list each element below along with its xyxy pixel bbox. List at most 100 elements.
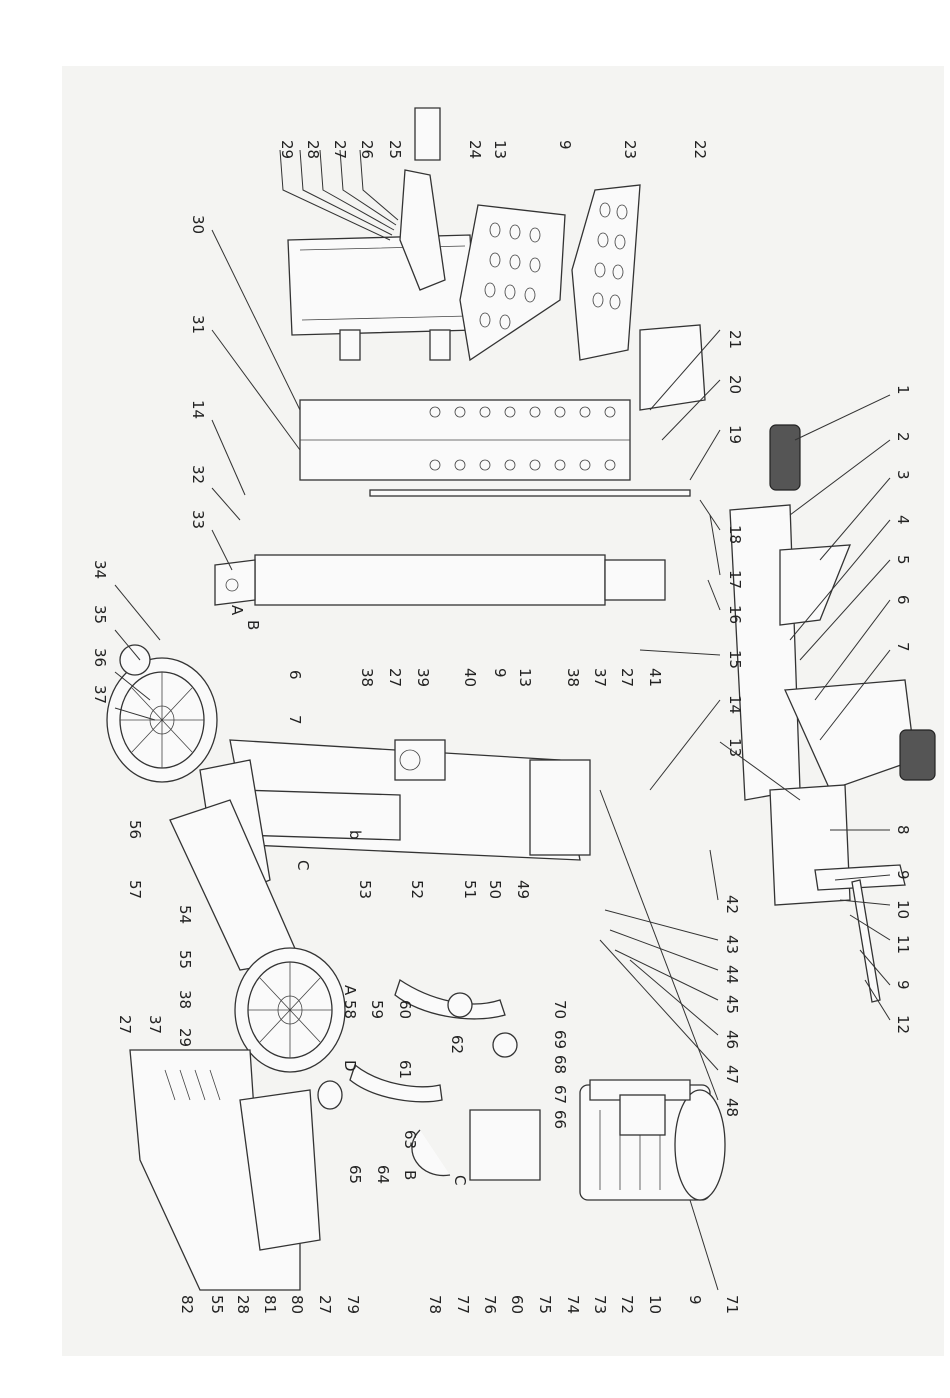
label-16: 16 bbox=[726, 605, 744, 624]
label-72: 72 bbox=[618, 1295, 636, 1314]
label-21: 21 bbox=[726, 330, 744, 349]
label-28b: 28 bbox=[234, 1295, 252, 1314]
label-76: 76 bbox=[481, 1295, 499, 1314]
label-69: 69 bbox=[551, 1030, 569, 1049]
label-c-mid: C bbox=[294, 860, 312, 870]
label-50: 50 bbox=[486, 880, 504, 899]
label-9: 9 bbox=[556, 140, 574, 150]
label-43: 43 bbox=[723, 935, 741, 954]
parts-exploded-view: 29 28 27 26 25 13 24 9 23 22 30 31 21 20… bbox=[91, 107, 936, 1314]
label-1: 1 bbox=[894, 385, 912, 395]
label-53: 53 bbox=[356, 880, 374, 899]
label-52: 52 bbox=[408, 880, 426, 899]
label-68: 68 bbox=[551, 1055, 569, 1074]
label-24: 24 bbox=[466, 140, 484, 159]
label-a-low: A bbox=[341, 985, 359, 996]
wheel-upper bbox=[106, 657, 218, 783]
label-46: 46 bbox=[723, 1030, 741, 1049]
label-55: 55 bbox=[176, 950, 194, 969]
label-56: 56 bbox=[126, 820, 144, 839]
label-54: 54 bbox=[176, 905, 194, 924]
label-12: 12 bbox=[894, 1015, 912, 1034]
label-10: 10 bbox=[894, 900, 912, 919]
label-b-low: B bbox=[401, 1170, 419, 1180]
label-14: 14 bbox=[189, 400, 207, 419]
label-15: 15 bbox=[726, 650, 744, 669]
leader-lines bbox=[114, 229, 891, 1291]
label-20: 20 bbox=[726, 375, 744, 394]
label-71: 71 bbox=[723, 1295, 741, 1314]
label-26: 26 bbox=[358, 140, 376, 159]
label-63: 63 bbox=[401, 1130, 419, 1149]
label-37b: 37 bbox=[591, 668, 609, 687]
label-37c: 37 bbox=[146, 1015, 164, 1034]
label-34: 34 bbox=[91, 560, 109, 579]
label-35: 35 bbox=[91, 605, 109, 624]
motor-cover bbox=[129, 1049, 343, 1291]
label-79: 79 bbox=[344, 1295, 362, 1314]
label-37: 37 bbox=[91, 685, 109, 704]
label-c-low: C bbox=[451, 1175, 469, 1185]
diagram-sheet: 29 28 27 26 25 13 24 9 23 22 30 31 21 20… bbox=[62, 66, 944, 1356]
label-7m: 7 bbox=[286, 715, 304, 725]
label-23: 23 bbox=[621, 140, 639, 159]
label-4: 4 bbox=[894, 515, 912, 525]
label-28: 28 bbox=[304, 140, 322, 159]
label-2: 2 bbox=[894, 432, 912, 442]
label-27m: 27 bbox=[386, 668, 404, 687]
label-7: 7 bbox=[894, 642, 912, 652]
label-5: 5 bbox=[894, 555, 912, 565]
label-75: 75 bbox=[536, 1295, 554, 1314]
label-d: D bbox=[341, 1060, 359, 1072]
label-32: 32 bbox=[189, 465, 207, 484]
label-60b: 60 bbox=[508, 1295, 526, 1314]
label-27d: 27 bbox=[116, 1015, 134, 1034]
pump-and-hoses bbox=[349, 978, 541, 1181]
hydraulic-cylinder bbox=[214, 554, 666, 606]
label-b-top: B bbox=[244, 620, 262, 630]
label-10b: 10 bbox=[646, 1295, 664, 1314]
label-27c: 27 bbox=[316, 1295, 334, 1314]
label-44: 44 bbox=[723, 965, 741, 984]
label-9r2: 9 bbox=[894, 980, 912, 990]
label-60: 60 bbox=[396, 1000, 414, 1019]
label-64: 64 bbox=[374, 1165, 392, 1184]
label-25: 25 bbox=[386, 140, 404, 159]
labels-top: 29 28 27 26 25 13 24 9 23 22 30 31 21 20… bbox=[189, 140, 912, 757]
label-13b: 13 bbox=[726, 738, 744, 757]
label-3: 3 bbox=[894, 470, 912, 480]
label-65: 65 bbox=[346, 1165, 364, 1184]
label-39: 39 bbox=[414, 668, 432, 687]
label-57: 57 bbox=[126, 880, 144, 899]
label-66: 66 bbox=[551, 1110, 569, 1129]
label-78: 78 bbox=[426, 1295, 444, 1314]
label-41: 41 bbox=[646, 668, 664, 687]
electric-motor bbox=[579, 1079, 726, 1201]
label-17: 17 bbox=[726, 570, 744, 589]
label-30: 30 bbox=[189, 215, 207, 234]
label-8: 8 bbox=[894, 825, 912, 835]
label-b-mid: b bbox=[346, 830, 364, 840]
label-38c: 38 bbox=[176, 990, 194, 1009]
label-38: 38 bbox=[358, 668, 376, 687]
frame-stand bbox=[169, 739, 591, 971]
label-55b: 55 bbox=[208, 1295, 226, 1314]
label-9r: 9 bbox=[894, 870, 912, 880]
label-14b: 14 bbox=[726, 695, 744, 714]
label-a-top: A bbox=[228, 605, 246, 616]
label-13m: 13 bbox=[516, 668, 534, 687]
hub-cap bbox=[119, 644, 151, 676]
label-70: 70 bbox=[551, 1000, 569, 1019]
label-58: 58 bbox=[341, 1000, 359, 1019]
label-73: 73 bbox=[591, 1295, 609, 1314]
label-11: 11 bbox=[894, 935, 912, 954]
label-51: 51 bbox=[461, 880, 479, 899]
label-13: 13 bbox=[491, 140, 509, 159]
label-9m: 9 bbox=[491, 668, 509, 678]
label-9b: 9 bbox=[686, 1295, 704, 1305]
label-67: 67 bbox=[551, 1085, 569, 1104]
label-31: 31 bbox=[189, 315, 207, 334]
label-47: 47 bbox=[723, 1065, 741, 1084]
label-6: 6 bbox=[894, 595, 912, 605]
wheel-lower bbox=[234, 947, 346, 1073]
